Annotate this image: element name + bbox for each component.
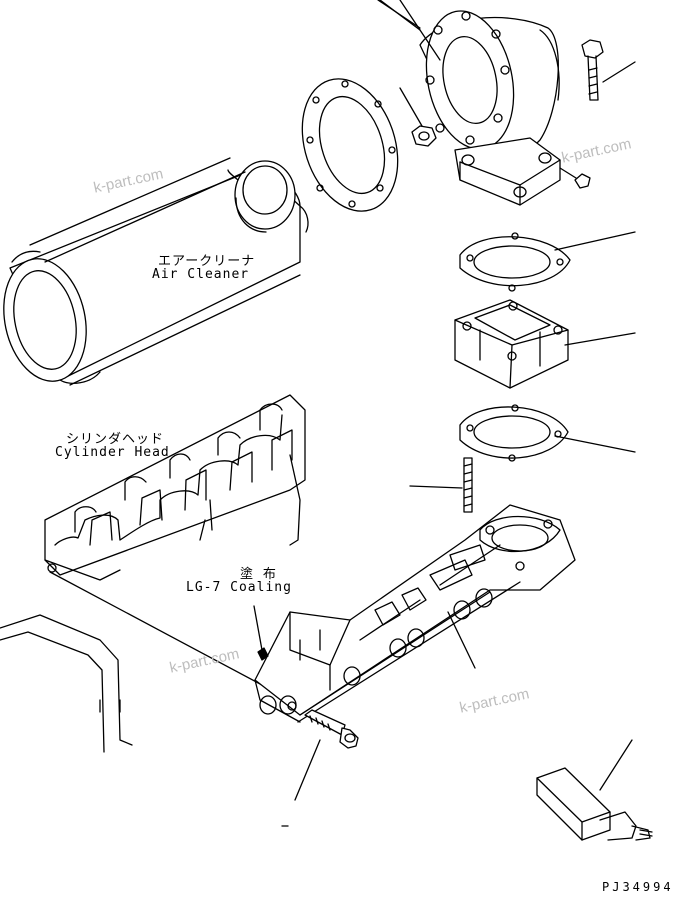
- exhaust-manifold: [254, 504, 576, 723]
- cylinder-head: [44, 394, 306, 581]
- stud-bolt: [409, 457, 473, 513]
- bolt-bottom: [281, 709, 359, 827]
- square-gasket-upper: [459, 231, 636, 292]
- leader-elbow: [377, 0, 421, 29]
- spacer-block: [454, 299, 636, 389]
- flange-gasket: [301, 78, 399, 212]
- coating-leader: [253, 605, 263, 651]
- bolt-top: [559, 39, 636, 189]
- cylinder-head-label-jp: シリンダヘッド: [66, 432, 165, 447]
- square-gasket-lower: [459, 404, 636, 462]
- air-cleaner-label-en: Air Cleaner: [152, 267, 250, 282]
- air-cleaner: [3, 157, 309, 386]
- coating-label-en: LG-7 Coaling: [186, 580, 292, 595]
- air-cleaner-label-jp: エアークリーナ: [158, 254, 256, 269]
- cylinder-head-label-en: Cylinder Head: [55, 445, 170, 460]
- elbow-pipe: [379, 0, 561, 206]
- tool: [536, 739, 653, 841]
- nut: [399, 87, 437, 147]
- coating-label-jp: 塗 布: [240, 567, 277, 582]
- drawing-number: PJ34994: [602, 880, 674, 894]
- engine-block-outline: [0, 571, 263, 753]
